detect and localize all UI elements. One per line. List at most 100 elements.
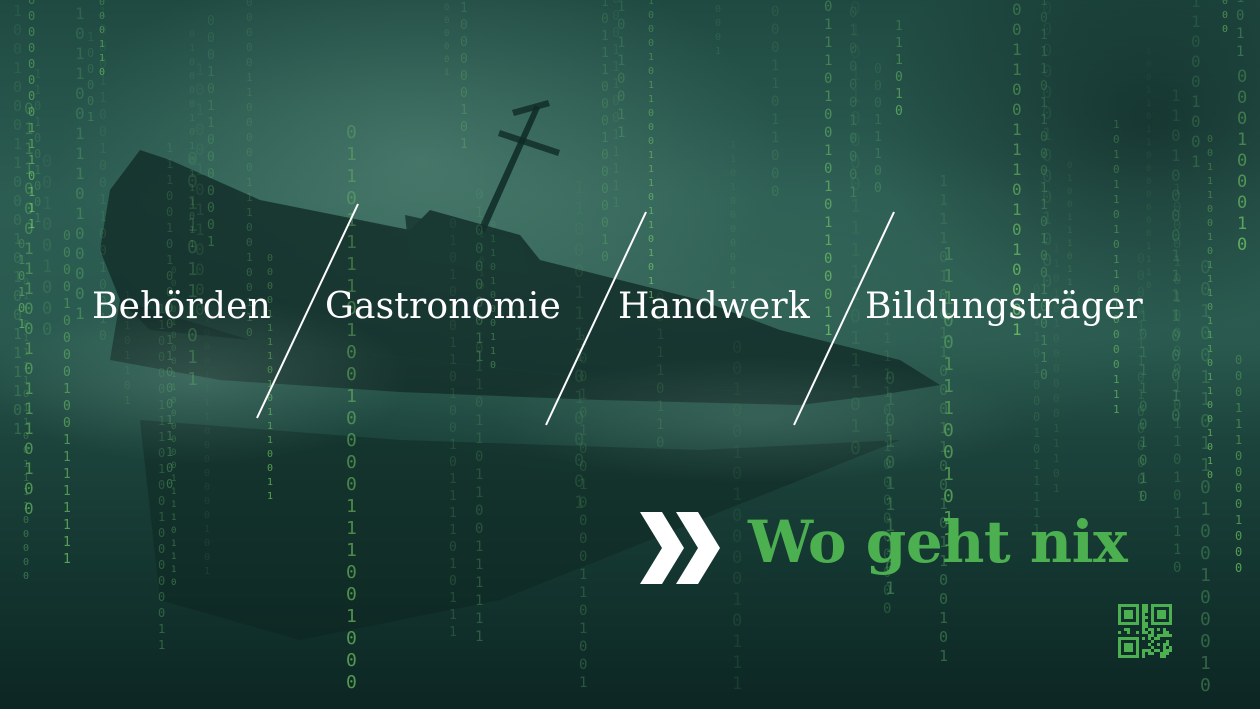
qr-module [1142, 652, 1145, 655]
qr-module [1136, 622, 1139, 625]
qr-module [1142, 631, 1145, 634]
qr-module [1124, 649, 1127, 652]
qr-module [1121, 637, 1124, 640]
tagline-text: Wo geht nix [748, 508, 1128, 576]
category-gastronomie: Gastronomie [325, 286, 562, 327]
qr-module [1121, 622, 1124, 625]
qr-module [1145, 607, 1148, 610]
qr-module [1160, 610, 1163, 613]
qr-module [1157, 610, 1160, 613]
qr-module [1124, 622, 1127, 625]
qr-module [1157, 622, 1160, 625]
qr-module [1151, 610, 1154, 613]
qr-module [1163, 646, 1166, 649]
qr-module [1151, 616, 1154, 619]
qr-module [1166, 604, 1169, 607]
qr-module [1157, 634, 1160, 637]
qr-module [1169, 607, 1172, 610]
qr-module [1163, 649, 1166, 652]
qr-module [1118, 649, 1121, 652]
qr-module [1136, 616, 1139, 619]
qr-module [1142, 628, 1145, 631]
qr-module [1169, 604, 1172, 607]
qr-module [1154, 637, 1157, 640]
qr-module [1136, 652, 1139, 655]
qr-module [1127, 616, 1130, 619]
qr-module [1127, 637, 1130, 640]
qr-module [1157, 616, 1160, 619]
qr-module [1169, 616, 1172, 619]
qr-module [1169, 619, 1172, 622]
qr-module [1157, 643, 1160, 646]
qr-module [1166, 631, 1169, 634]
qr-module [1136, 649, 1139, 652]
qr-module [1151, 652, 1154, 655]
qr-module [1148, 652, 1151, 655]
qr-module [1136, 610, 1139, 613]
qr-module [1124, 655, 1127, 658]
qr-module [1142, 649, 1145, 652]
qr-module [1124, 643, 1127, 646]
qr-module [1154, 622, 1157, 625]
qr-module [1151, 619, 1154, 622]
qr-code-icon[interactable] [1118, 604, 1172, 658]
qr-module [1136, 631, 1139, 634]
qr-module [1124, 616, 1127, 619]
qr-module [1151, 634, 1154, 637]
qr-module [1118, 610, 1121, 613]
qr-module [1163, 604, 1166, 607]
qr-module [1145, 649, 1148, 652]
qr-module [1130, 655, 1133, 658]
qr-module [1136, 646, 1139, 649]
qr-module [1166, 622, 1169, 625]
qr-module [1118, 640, 1121, 643]
qr-module [1130, 643, 1133, 646]
qr-module [1151, 604, 1154, 607]
qr-module [1118, 616, 1121, 619]
qr-module [1121, 655, 1124, 658]
qr-module [1136, 604, 1139, 607]
qr-module [1151, 646, 1154, 649]
qr-module [1118, 637, 1121, 640]
qr-module [1127, 613, 1130, 616]
qr-module [1148, 643, 1151, 646]
qr-module [1142, 622, 1145, 625]
qr-module [1127, 643, 1130, 646]
qr-module [1118, 652, 1121, 655]
qr-module [1160, 652, 1163, 655]
qr-module [1160, 655, 1163, 658]
qr-module [1145, 610, 1148, 613]
qr-module [1163, 613, 1166, 616]
qr-module [1142, 604, 1145, 607]
double-chevron-right-icon [640, 512, 720, 584]
qr-module [1118, 643, 1121, 646]
qr-module [1142, 610, 1145, 613]
qr-module [1148, 637, 1151, 640]
qr-module [1142, 613, 1145, 616]
qr-module [1157, 613, 1160, 616]
qr-module [1127, 646, 1130, 649]
qr-module [1166, 640, 1169, 643]
qr-module [1151, 628, 1154, 631]
qr-module [1130, 637, 1133, 640]
qr-module [1166, 649, 1169, 652]
qr-module [1136, 607, 1139, 610]
category-handwerk: Handwerk [618, 286, 810, 327]
qr-module [1163, 655, 1166, 658]
category-behoerden: Behörden [92, 286, 271, 327]
qr-module [1166, 643, 1169, 646]
qr-module [1166, 652, 1169, 655]
qr-module [1136, 619, 1139, 622]
qr-module [1136, 640, 1139, 643]
qr-module [1124, 610, 1127, 613]
qr-module [1118, 619, 1121, 622]
qr-module [1163, 616, 1166, 619]
qr-module [1130, 613, 1133, 616]
category-bildungstraeger: Bildungsträger [865, 286, 1143, 327]
qr-module [1163, 610, 1166, 613]
qr-module [1136, 643, 1139, 646]
qr-module [1163, 622, 1166, 625]
qr-module [1163, 634, 1166, 637]
